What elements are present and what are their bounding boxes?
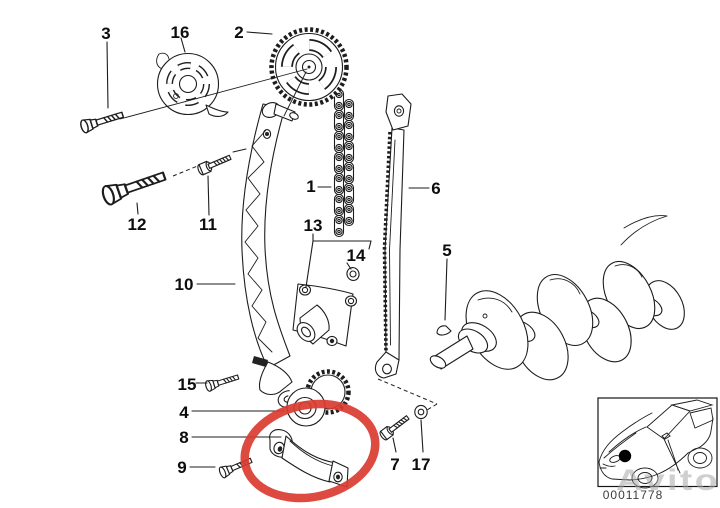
engine-location-dot [618,449,632,463]
callout-12: 12 [128,215,147,234]
car-thumbnail [597,397,718,489]
callout-9: 9 [177,458,186,477]
callout-14: 14 [347,246,366,265]
crankshaft-wire-squiggle [620,215,668,246]
bolt-15 [203,371,241,393]
diagram-code: 00011778 [603,488,664,502]
callout-17: 17 [412,455,431,474]
bolt-3 [78,107,126,135]
watermark: Avito [616,464,720,497]
bolt-11 [195,151,233,177]
callout-11: 11 [199,215,217,234]
washer-17 [414,404,428,420]
callout-5: 5 [442,241,451,260]
callout-8: 8 [179,428,188,447]
callout-13: 13 [304,216,323,235]
callout-15: 15 [178,375,197,394]
leader-lines [106,31,448,468]
chain-guide-rail [374,93,412,379]
lower-guide-bracket [269,429,349,488]
crankshaft-sprocket [286,369,351,427]
chain-tensioner-rail [241,102,299,408]
camshaft-sprocket [269,27,349,107]
woodruff-key [436,325,452,336]
car-outline [598,399,714,489]
callout-16: 16 [171,23,190,42]
callout-1: 1 [306,177,315,196]
callout-6: 6 [431,179,440,198]
callout-10: 10 [175,275,194,294]
seal-ring [346,267,360,281]
bolt-7 [378,412,412,442]
callout-7: 7 [390,455,399,474]
callout-3: 3 [101,24,110,43]
callout-2: 2 [234,23,243,42]
impulse-sensor-plate [156,52,229,117]
bolt-12 [99,165,169,207]
crankshaft [429,215,685,381]
timing-chain [333,88,355,238]
chain-tensioner [292,283,358,347]
thumbnail-frame [597,397,718,488]
callout-4: 4 [179,403,189,422]
highlight-oval [240,399,380,503]
